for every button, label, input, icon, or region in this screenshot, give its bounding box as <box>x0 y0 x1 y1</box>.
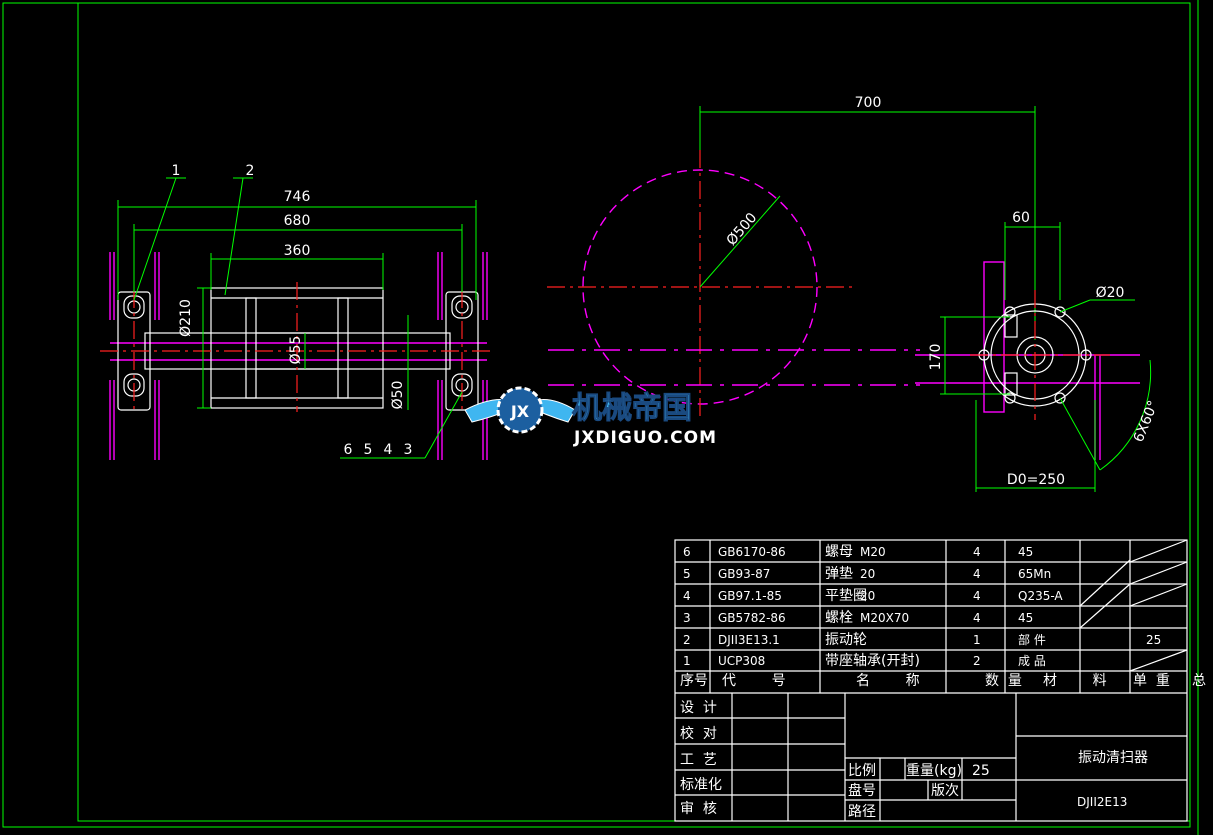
weight-value: 25 <box>972 763 990 779</box>
balloon-3: 3 <box>404 442 413 458</box>
inner-frame <box>77 2 1191 822</box>
label-standard: 标准化 <box>680 777 722 793</box>
bom-cell-code: DJII3E13.1 <box>718 633 780 647</box>
bom-cell-material: Q235-A <box>1018 589 1063 603</box>
header-qty: 数 量 <box>985 673 1022 689</box>
bom-cell-spec: 20 <box>860 589 875 603</box>
balloon-6: 6 <box>344 442 353 458</box>
gear-icon <box>496 386 544 434</box>
bom-cell-total_wt: 25 <box>1146 633 1161 647</box>
bom-cell-material: 部 件 <box>1018 632 1046 647</box>
dim-d0: D0=250 <box>1007 472 1065 488</box>
dim-680: 680 <box>284 213 311 229</box>
bom-cell-no: 1 <box>683 654 691 668</box>
label-design: 设 计 <box>680 700 717 716</box>
bom-cell-qty: 1 <box>973 633 981 647</box>
header-code: 代 号 <box>722 673 786 689</box>
dim-360: 360 <box>284 243 311 259</box>
dim-700: 700 <box>855 95 882 111</box>
bom-cell-material: 65Mn <box>1018 567 1051 581</box>
bom-cell-name: 平垫圈 <box>825 588 867 604</box>
bom-cell-name: 螺母 <box>825 544 853 560</box>
dim-bearing-dia: Ø50 <box>390 381 406 410</box>
header-no: 序号 <box>680 673 708 689</box>
bom-cell-material: 45 <box>1018 545 1033 559</box>
header-material: 材 料 <box>1043 673 1107 689</box>
balloon-2: 2 <box>246 163 255 179</box>
watermark-cn: 机械帝国 <box>572 391 692 426</box>
wheel-view: 700 Ø500 <box>547 95 1036 420</box>
end-view: 60 Ø20 170 6X60° D0=250 <box>915 210 1162 492</box>
dim-hole-dia: Ø20 <box>1096 285 1125 301</box>
bom-cell-qty: 2 <box>973 654 981 668</box>
balloon-1: 1 <box>172 163 181 179</box>
dim-746: 746 <box>284 189 311 205</box>
bom-cell-qty: 4 <box>973 611 981 625</box>
bom-cell-no: 4 <box>683 589 691 603</box>
roller-assembly-view: 746 680 360 Ø210 Ø55 Ø50 1 2 6 5 4 3 <box>100 163 495 460</box>
balloon-5: 5 <box>364 442 373 458</box>
label-check: 校 对 <box>680 725 717 742</box>
bom-cell-name: 弹垫 <box>825 566 853 582</box>
bom-cell-no: 3 <box>683 611 691 625</box>
bom-cell-code: GB97.1-85 <box>718 589 782 603</box>
dim-shaft-dia: Ø55 <box>288 336 304 365</box>
label-path: 路径 <box>848 804 876 820</box>
bom-cell-name: 振动轮 <box>825 632 867 648</box>
header-total-weight: 总 <box>1192 673 1206 689</box>
bom-cell-material: 成 品 <box>1018 654 1046 668</box>
bom-cell-no: 5 <box>683 567 691 581</box>
watermark-logo: JX 机械帝国 JXDIGUO.COM <box>464 386 717 448</box>
bom-cell-code: UCP308 <box>718 654 765 668</box>
label-disk-no: 盘号 <box>848 782 876 799</box>
bom-cell-name: 带座轴承(开封) <box>825 653 920 669</box>
bom-cell-qty: 4 <box>973 589 981 603</box>
watermark-en: JXDIGUO.COM <box>573 428 717 448</box>
bom-cell-material: 45 <box>1018 611 1033 625</box>
drawing-number: DJII2E13 <box>1077 795 1127 809</box>
header-unit-weight: 单 重 <box>1133 673 1170 689</box>
dim-drum-dia: Ø210 <box>178 299 194 337</box>
dim-170: 170 <box>928 344 944 371</box>
bom-cell-code: GB93-87 <box>718 567 770 581</box>
logo-initials: JX <box>510 402 530 421</box>
dim-wheel-dia: Ø500 <box>724 210 761 249</box>
bom-cell-qty: 4 <box>973 545 981 559</box>
label-version: 版次 <box>931 783 959 799</box>
dim-60: 60 <box>1012 210 1030 226</box>
balloon-4: 4 <box>384 442 393 458</box>
bom-cell-qty: 4 <box>973 567 981 581</box>
bom-cell-no: 6 <box>683 545 691 559</box>
bom-cell-spec: 20 <box>860 567 875 581</box>
label-weight: 重量(kg) <box>906 763 962 779</box>
label-process: 工 艺 <box>680 752 717 768</box>
bom-cell-code: GB5782-86 <box>718 611 786 625</box>
bom-cell-code: GB6170-86 <box>718 545 786 559</box>
bom-cell-name: 螺栓 <box>825 610 853 626</box>
drawing-title: 振动清扫器 <box>1078 750 1148 766</box>
header-name: 名 称 <box>856 673 920 689</box>
dim-holes-angle: 6X60° <box>1131 398 1162 444</box>
bom-cell-no: 2 <box>683 633 691 647</box>
bom-cell-spec: M20 <box>860 545 886 559</box>
label-review: 审 核 <box>680 801 717 817</box>
bom-cell-spec: M20X70 <box>860 611 909 625</box>
label-scale: 比例 <box>848 763 876 779</box>
